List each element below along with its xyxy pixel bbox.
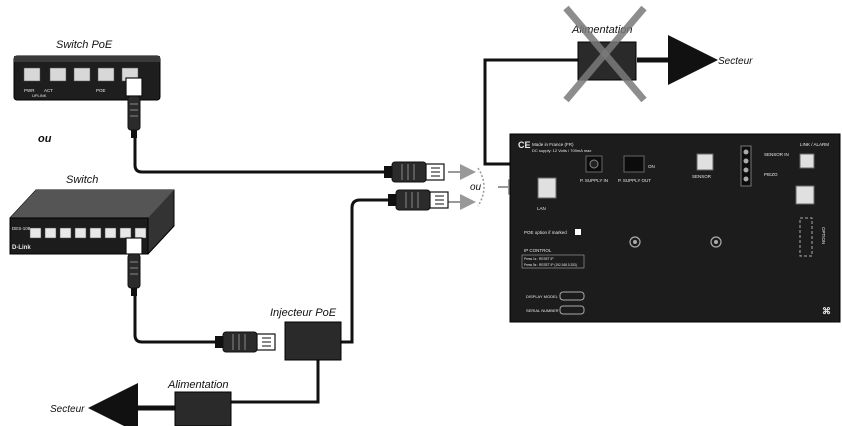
option-label: OPTION xyxy=(821,227,826,244)
ce-mark: CE xyxy=(518,140,531,150)
device-rear-panel: CE Made in France (FR) DC supply: 12 Vol… xyxy=(509,133,841,323)
press-1s-label: Press 1s : RESET IP xyxy=(524,257,554,261)
switch-poe-pwr-label: PWR xyxy=(24,88,35,93)
rj45-plug-switch-poe xyxy=(125,77,143,138)
cross-out-icon xyxy=(563,5,647,103)
piezo-label: PIEZO xyxy=(764,172,778,177)
switch-poe-uplink-label: UPLINK xyxy=(32,93,47,98)
dc-supply-label: DC supply: 12 Volts / 700mA max xyxy=(532,148,591,153)
label-ou-left: ou xyxy=(38,133,52,145)
sensor-in-label: SENSOR IN xyxy=(764,152,789,157)
rj45-plug-center-2 xyxy=(388,189,449,211)
rj45-plug-injector-in xyxy=(215,331,276,353)
terminal-block xyxy=(740,145,752,187)
cable-switch-poe xyxy=(133,90,390,174)
switch-brand-label: D-Link xyxy=(12,245,31,251)
screw-icon xyxy=(629,236,641,248)
switch-model-label: DES-108 xyxy=(12,226,31,231)
serial-number-field xyxy=(559,305,585,315)
p-supply-out-label: P. SUPPLY OUT xyxy=(618,178,651,183)
sensor-label: SENSOR xyxy=(692,174,712,179)
lan-port xyxy=(537,177,557,199)
on-label: ON xyxy=(648,164,655,169)
ip-control-label: IP CONTROL xyxy=(524,248,552,253)
label-ou-center: ou xyxy=(470,182,482,193)
switch-poe-act-label: ACT xyxy=(44,88,53,93)
sensor-port xyxy=(696,153,714,171)
label-alimentation-bottom: Alimentation xyxy=(167,379,229,391)
screw-icon xyxy=(710,236,722,248)
p-supply-out-port xyxy=(623,155,645,173)
display-model-field xyxy=(559,291,585,301)
injecteur-poe-box xyxy=(284,321,342,361)
switch-poe-poe-label: POE xyxy=(96,88,106,93)
serial-number-label: SERIAL NUMBER xyxy=(526,308,559,313)
alimentation-bottom-box xyxy=(174,391,232,426)
cable-injector-out xyxy=(340,198,393,344)
lan-label: LAN xyxy=(537,206,546,211)
rj45-plug-switch xyxy=(125,237,143,296)
link-alarm-port xyxy=(799,153,815,169)
ip-control-box xyxy=(521,254,585,269)
switch-poe: PWR ACT UPLINK POE xyxy=(13,55,161,101)
made-in-label: Made in France (FR) xyxy=(532,142,574,147)
rj45-plug-center-1 xyxy=(384,161,445,183)
press-5s-label: Press 5s : RESET IP (192.168.0.253) xyxy=(524,263,577,267)
label-switch-poe: Switch PoE xyxy=(56,39,113,51)
poe-option-marker xyxy=(575,229,581,235)
choice-bracket xyxy=(477,167,485,207)
label-injecteur: Injecteur PoE xyxy=(270,307,337,319)
label-secteur-top: Secteur xyxy=(718,56,753,67)
label-secteur-bottom: Secteur xyxy=(50,404,85,415)
poe-option-label: POE option if marked xyxy=(524,230,567,235)
switch-dlink: DES-108 D-Link xyxy=(9,189,175,255)
display-model-label: DISPLAY MODEL xyxy=(526,294,559,299)
option-slot xyxy=(799,217,813,257)
p-supply-in-label: P. SUPPLY IN xyxy=(580,178,608,183)
link-alarm-label: LINK / ALARM xyxy=(800,142,829,147)
reset-port xyxy=(795,185,815,205)
label-switch: Switch xyxy=(66,174,98,186)
brand-logo-icon: ⌘ xyxy=(822,306,831,316)
cable-injector-power xyxy=(230,360,320,404)
cable-switch-injector xyxy=(133,255,235,344)
